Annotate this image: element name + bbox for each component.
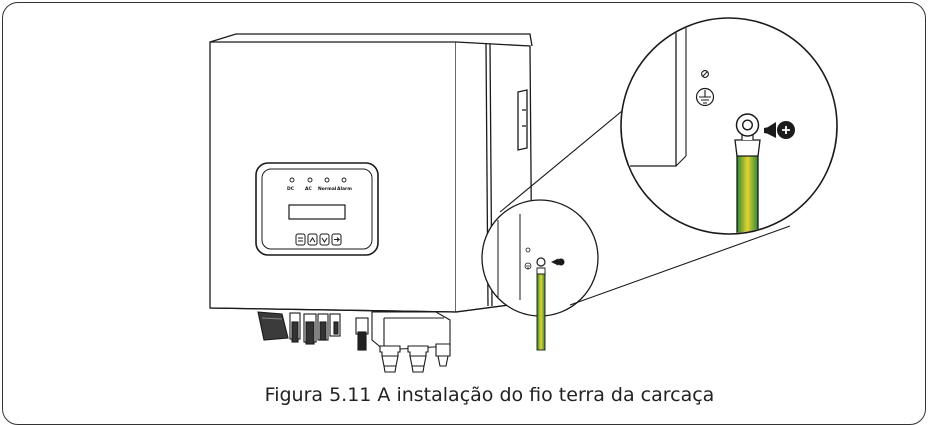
menu-button[interactable] [295, 233, 306, 246]
indicator-label-alarm: Alarm [337, 186, 352, 192]
caption-text: Figura 5.11 A instalação do fio terra da… [264, 384, 715, 406]
large-detail-content [630, 20, 795, 233]
zoom-lines [499, 91, 791, 306]
figure-caption: Figura 5.11 A instalação do fio terra da… [0, 384, 929, 406]
indicator-label-normal: Normal [318, 186, 337, 192]
grounding-diagram: DC AC Normal Alarm [209, 17, 838, 373]
up-button[interactable] [307, 233, 318, 246]
small-ground-wire [536, 267, 546, 351]
indicator-label-dc: DC [287, 186, 295, 192]
large-detail-circle [620, 17, 838, 235]
indicator-label-ac: AC [305, 186, 312, 192]
down-button[interactable] [319, 233, 330, 246]
display-buttons [295, 233, 342, 246]
display-panel [255, 162, 379, 256]
bottom-connectors [257, 311, 451, 373]
